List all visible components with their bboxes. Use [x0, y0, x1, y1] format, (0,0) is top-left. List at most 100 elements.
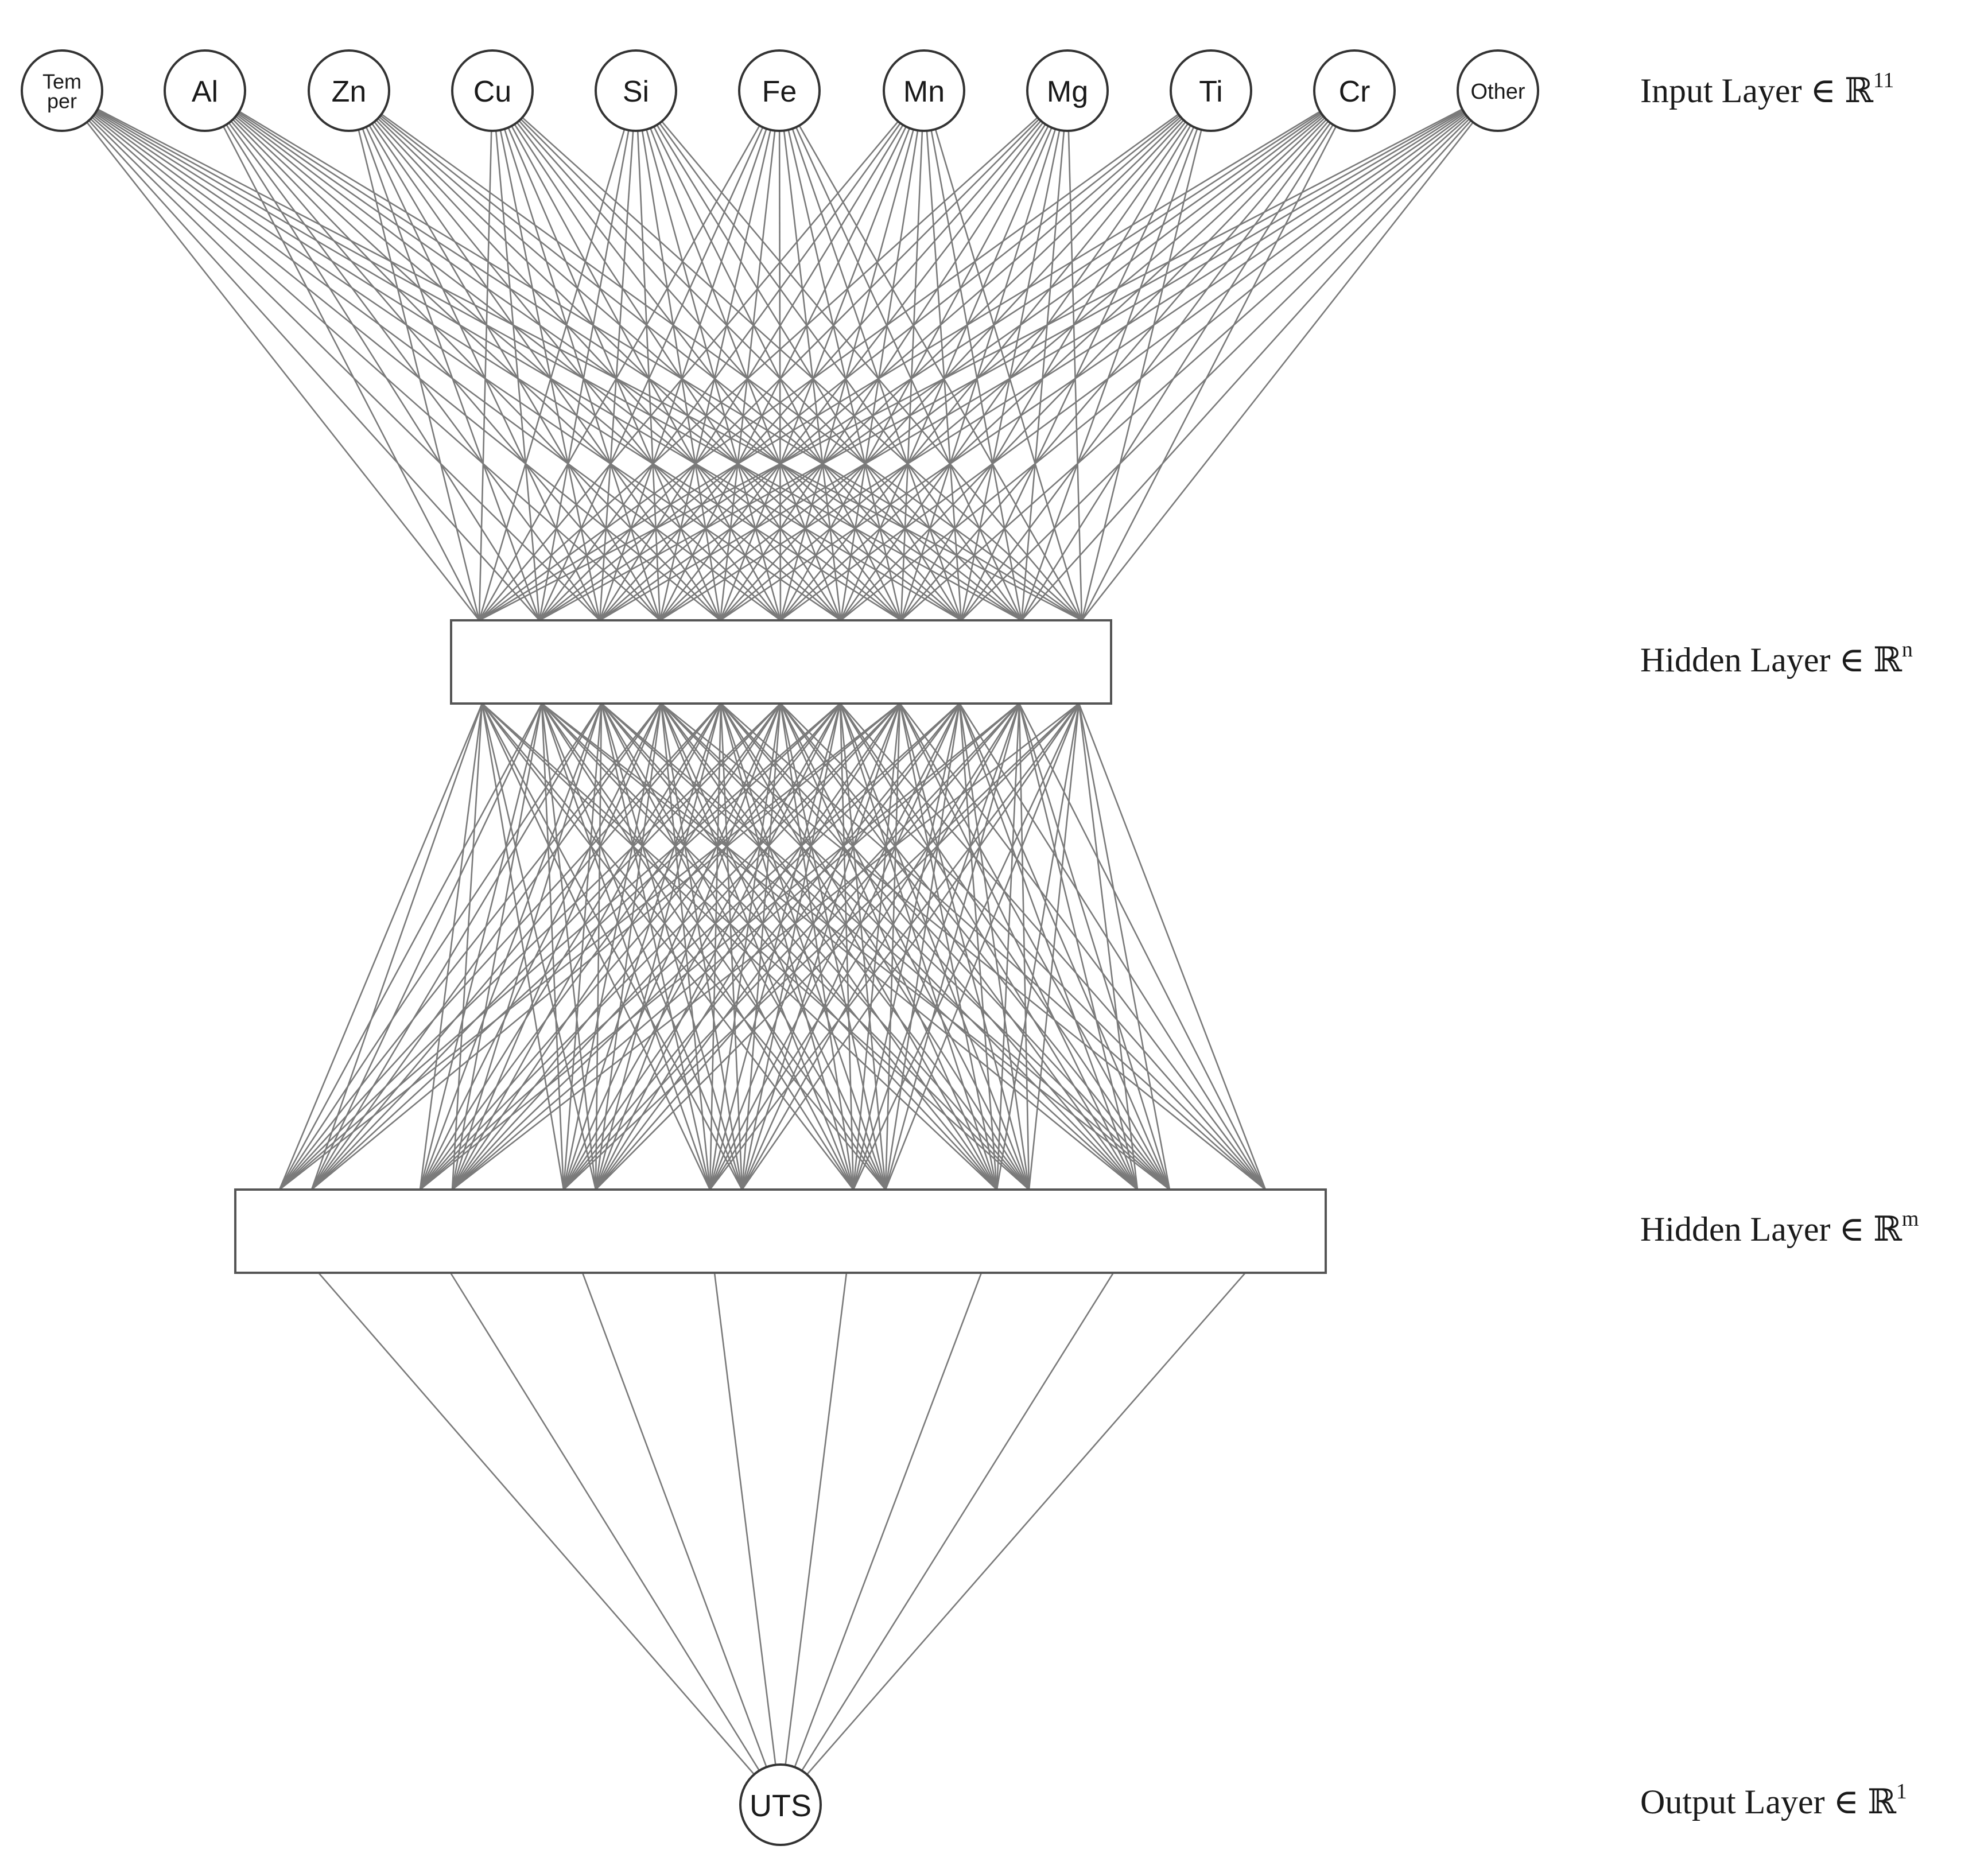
- hidden-hidden-edge: [451, 703, 662, 1190]
- hidden-hidden-edge: [310, 703, 603, 1190]
- hidden-hidden-edge: [562, 703, 662, 1190]
- input-hidden-edge: [478, 130, 492, 621]
- hidden-hidden-edge: [779, 703, 1139, 1190]
- input-hidden-edge: [518, 120, 962, 621]
- hidden-hidden-edge: [899, 703, 1171, 1190]
- hidden-hidden-edge: [720, 703, 887, 1190]
- hidden-hidden-edge: [481, 703, 855, 1190]
- input-hidden-edge: [96, 110, 962, 621]
- input-hidden-edge: [90, 118, 600, 621]
- hidden-hidden-edge: [1018, 703, 1171, 1190]
- hidden-layer-n-box: [450, 619, 1112, 705]
- hidden-hidden-edge: [562, 703, 961, 1190]
- input-hidden-edge: [900, 130, 923, 621]
- hidden-hidden-edge: [595, 703, 1020, 1190]
- hidden-hidden-edge: [481, 703, 565, 1190]
- hidden-hidden-edge: [780, 703, 1266, 1190]
- hidden-hidden-edge: [1018, 703, 1139, 1190]
- input-hidden-edge: [779, 129, 914, 621]
- input-hidden-edge: [719, 123, 1046, 621]
- input-hidden-edge: [96, 109, 1022, 621]
- hidden-hidden-edge: [419, 703, 782, 1190]
- hidden-hidden-edge: [419, 703, 722, 1190]
- input-hidden-edge: [97, 108, 1082, 621]
- hidden-hidden-edge: [541, 703, 565, 1190]
- hidden-hidden-edge: [779, 703, 998, 1190]
- input-hidden-edge: [599, 130, 634, 621]
- input-node-label: Other: [1470, 80, 1525, 104]
- hidden-hidden-edge: [419, 703, 603, 1190]
- hidden-hidden-edge: [660, 703, 1030, 1190]
- input-node: Ti: [1170, 49, 1252, 132]
- hidden-output-edge: [801, 1272, 1115, 1771]
- hidden-hidden-edge: [541, 703, 711, 1190]
- hidden-hidden-edge: [278, 703, 662, 1190]
- input-node: Zn: [308, 49, 390, 132]
- input-hidden-edge: [798, 125, 1083, 621]
- hidden-hidden-edge: [452, 702, 1080, 1191]
- hidden-hidden-edge: [839, 703, 1171, 1190]
- hidden-hidden-edge: [451, 703, 603, 1190]
- input-hidden-edge: [380, 113, 1082, 621]
- hidden-hidden-edge: [709, 703, 841, 1190]
- hidden-hidden-edge: [451, 703, 782, 1190]
- hidden-hidden-edge: [600, 703, 855, 1190]
- hidden-hidden-edge: [661, 703, 1138, 1190]
- input-node-circle: [738, 49, 821, 132]
- hidden-hidden-edge: [541, 703, 855, 1190]
- input-hidden-edge: [780, 114, 1466, 621]
- input-hidden-edge: [787, 129, 902, 621]
- input-hidden-edge: [840, 127, 1053, 621]
- input-hidden-edge: [479, 116, 1038, 621]
- input-hidden-edge: [1020, 124, 1334, 621]
- input-hidden-edge: [539, 115, 1180, 621]
- input-node-circle: [21, 49, 103, 132]
- hidden-hidden-edge: [996, 703, 1080, 1190]
- hidden-hidden-edge: [840, 703, 1266, 1190]
- input-hidden-edge: [599, 116, 1181, 621]
- input-node-circle: [308, 49, 390, 132]
- hidden-hidden-edge: [709, 703, 1080, 1190]
- input-hidden-edge: [1081, 129, 1202, 621]
- input-hidden-edge: [538, 122, 901, 621]
- hidden-hidden-edge: [419, 703, 662, 1190]
- input-node-circle: [883, 49, 965, 132]
- hidden-hidden-edge: [660, 703, 887, 1190]
- input-node-circle: [1313, 49, 1396, 132]
- input-hidden-edge: [599, 110, 1464, 621]
- hidden-hidden-edge: [601, 703, 1030, 1190]
- hidden-hidden-edge: [839, 703, 855, 1190]
- hidden-hidden-edge: [452, 703, 1020, 1190]
- hidden-hidden-edge: [279, 703, 721, 1190]
- hidden-hidden-edge: [482, 703, 997, 1190]
- input-hidden-edge: [1020, 128, 1198, 621]
- input-hidden-edge: [365, 126, 601, 621]
- input-node-circle: [164, 49, 246, 132]
- input-hidden-edge: [539, 118, 1040, 621]
- input-hidden-edge: [235, 115, 841, 621]
- input-node-circle: [1170, 49, 1252, 132]
- hidden-hidden-edge: [451, 703, 483, 1190]
- hidden-hidden-edge: [899, 703, 1030, 1190]
- input-node: Cr: [1313, 49, 1396, 132]
- input-hidden-edge: [362, 128, 541, 621]
- hidden-hidden-edge: [741, 703, 1080, 1190]
- input-hidden-edge: [1020, 130, 1065, 621]
- input-hidden-edge: [659, 122, 1023, 621]
- hidden-hidden-edge: [420, 702, 1020, 1191]
- input-hidden-edge: [237, 113, 962, 621]
- hidden-hidden-edge: [852, 703, 1080, 1190]
- output-node-label: UTS: [750, 1789, 811, 1823]
- input-hidden-edge: [95, 111, 902, 621]
- input-hidden-edge: [238, 112, 1022, 621]
- hidden-hidden-edge: [899, 703, 1267, 1190]
- input-hidden-edge: [599, 120, 1042, 621]
- hidden-hidden-edge: [562, 703, 603, 1190]
- hidden-hidden-edge: [311, 703, 781, 1190]
- input-node-label: Cr: [1339, 75, 1370, 108]
- input-hidden-edge: [599, 113, 1322, 621]
- input-hidden-edge: [228, 122, 601, 621]
- input-hidden-edge: [900, 121, 1329, 621]
- hidden-hidden-edge: [595, 703, 961, 1190]
